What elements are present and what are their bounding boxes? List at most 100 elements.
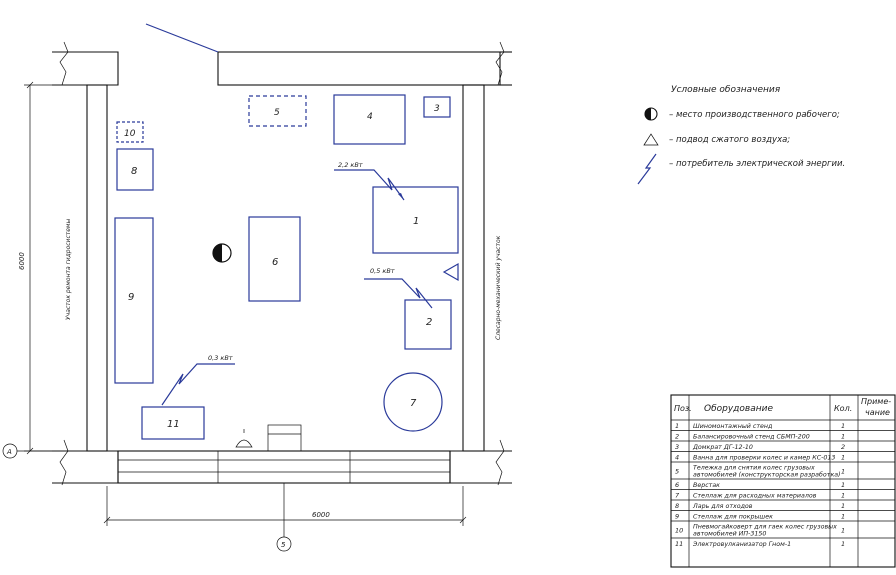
compressed-air-icon <box>442 262 459 282</box>
table-cell-pos: 7 <box>675 492 680 500</box>
left-zone-label: Участок ремонта гидросистемы <box>65 219 72 320</box>
table-cell-name: Стеллаж для расходных материалов <box>693 493 817 500</box>
equipment-5-label: 5 <box>274 108 280 118</box>
table-cell-pos: 8 <box>675 502 679 510</box>
table-cell-name: Верстак <box>693 482 720 489</box>
table-cell-qty: 1 <box>841 527 845 535</box>
power-leader-3 <box>161 363 235 406</box>
table-cell-pos: 10 <box>675 527 683 535</box>
door-swing <box>145 23 219 53</box>
wall-top-left <box>52 51 119 86</box>
axis-5-label: 5 <box>281 541 286 549</box>
equipment-9-label: 9 <box>128 292 134 303</box>
table-cell-pos: 1 <box>675 422 679 430</box>
table-cell-pos: 9 <box>675 513 679 521</box>
dim-bottom-text: 6000 <box>312 511 330 519</box>
table-row: 3 Домкрат ДГ-12-10 2 <box>671 443 895 452</box>
legend-item-3: – потребитель электрической энергии. <box>669 159 845 169</box>
table-cell-qty: 1 <box>841 492 845 500</box>
equipment-9 <box>114 217 154 384</box>
bottom-box <box>267 424 302 452</box>
table-frame <box>670 394 896 568</box>
power-label-2: 0,5 кВт <box>370 267 395 275</box>
table-cell-qty: 1 <box>841 502 845 510</box>
table-cell-pos: 3 <box>675 443 679 451</box>
table-cell-name: Ванна для проверки колес и камер КС-013 <box>693 455 835 462</box>
dimensions: 6000 6000 А 5 <box>2 81 467 552</box>
axis-a-label: А <box>6 448 12 456</box>
equipment-8-label: 8 <box>131 166 137 177</box>
table-header-note-1: Приме- <box>861 397 891 406</box>
table-cell-name: Ларь для отходов <box>692 503 753 510</box>
power-label-3: 0,3 кВт <box>208 354 233 362</box>
table-row: 7 Стеллаж для расходных материалов 1 <box>671 492 895 501</box>
table-cell-qty: 1 <box>841 454 845 462</box>
table-cell-pos: 4 <box>675 454 679 462</box>
equipment-4-label: 4 <box>367 112 373 122</box>
table-cell-name: Домкрат ДГ-12-10 <box>692 444 753 451</box>
wall-right <box>462 84 485 452</box>
table-cell-qty: 1 <box>841 468 845 476</box>
table-cell-qty: 1 <box>841 433 845 441</box>
legend-title: Условные обозначения <box>671 85 781 95</box>
table-row: 4 Ванна для проверки колес и камер КС-013… <box>671 454 895 463</box>
legend-worker-icon <box>644 107 658 121</box>
table-cell-qty: 1 <box>841 422 845 430</box>
table-cell-qty: 2 <box>841 443 845 451</box>
dim-bottom-ticks <box>103 516 467 524</box>
table-header-equip: Оборудование <box>704 404 773 414</box>
equipment-10-label: 10 <box>124 129 136 139</box>
table-cell-name: Балансировочный стенд СБМП-200 <box>693 434 810 441</box>
table-cell-name-2: автомобилей ИП-3150 <box>693 530 766 538</box>
equipment-3-label: 3 <box>434 104 440 114</box>
equipment-2 <box>404 299 452 350</box>
table-row: 2 Балансировочный стенд СБМП-200 1 <box>671 433 895 442</box>
equipment-7-label: 7 <box>410 398 417 409</box>
table-cell-name-2: автомобилей (конструкторская разработка) <box>693 471 841 479</box>
table-cell-qty: 1 <box>841 481 845 489</box>
table-cell-name: Электровулканизатор Гном-1 <box>692 541 791 548</box>
power-leader-1 <box>334 169 405 201</box>
gate-frame <box>217 450 351 484</box>
equipment-2-label: 2 <box>426 317 432 328</box>
legend-power-icon <box>637 153 657 185</box>
equipment-6-label: 6 <box>272 257 278 268</box>
worker-place-icon <box>212 243 232 263</box>
wall-bottom-left <box>52 450 119 484</box>
equipment-4 <box>333 94 406 145</box>
table-header-qty: Кол. <box>834 404 852 413</box>
power-label-1: 2,2 кВт <box>338 161 363 169</box>
table-cell-name: Пневмогайковерт для гаек колес грузовых <box>693 524 837 531</box>
legend-air-icon <box>643 133 659 146</box>
table-header-note-2: чание <box>865 408 890 417</box>
equipment-10 <box>116 121 144 143</box>
power-consumers: 2,2 кВт 0,5 кВт 0,3 кВт <box>161 161 433 406</box>
table-cell-name: Шиномонтажный стенд <box>693 423 772 430</box>
equipment-1 <box>372 186 459 254</box>
wall-bottom-right <box>449 450 512 484</box>
break-marks <box>59 41 505 486</box>
table-cell-pos: 11 <box>675 540 683 548</box>
bell-icon <box>235 429 253 448</box>
dim-left-text: 6000 <box>18 252 26 270</box>
legend-item-2: – подвод сжатого воздуха; <box>669 135 790 145</box>
power-leader-2 <box>364 278 433 309</box>
legend-item-1: – место производственного рабочего; <box>669 110 840 120</box>
table-cell-name: Стеллаж для покрышек <box>693 514 773 521</box>
equipment-11 <box>141 406 205 440</box>
wall-left <box>86 84 108 452</box>
right-zone-label: Слесарно-механический участок <box>495 235 502 340</box>
equipment-1-label: 1 <box>413 216 419 227</box>
equipment-8 <box>116 148 154 191</box>
walls <box>52 23 512 486</box>
table-cell-qty: 1 <box>841 513 845 521</box>
equipment-3 <box>423 96 451 118</box>
table-cell-name: Тележка для снятия колес грузовых <box>693 465 815 472</box>
table-cell-pos: 2 <box>675 433 679 441</box>
equipment: 1 2 3 4 5 6 7 8 9 10 11 <box>114 94 459 484</box>
